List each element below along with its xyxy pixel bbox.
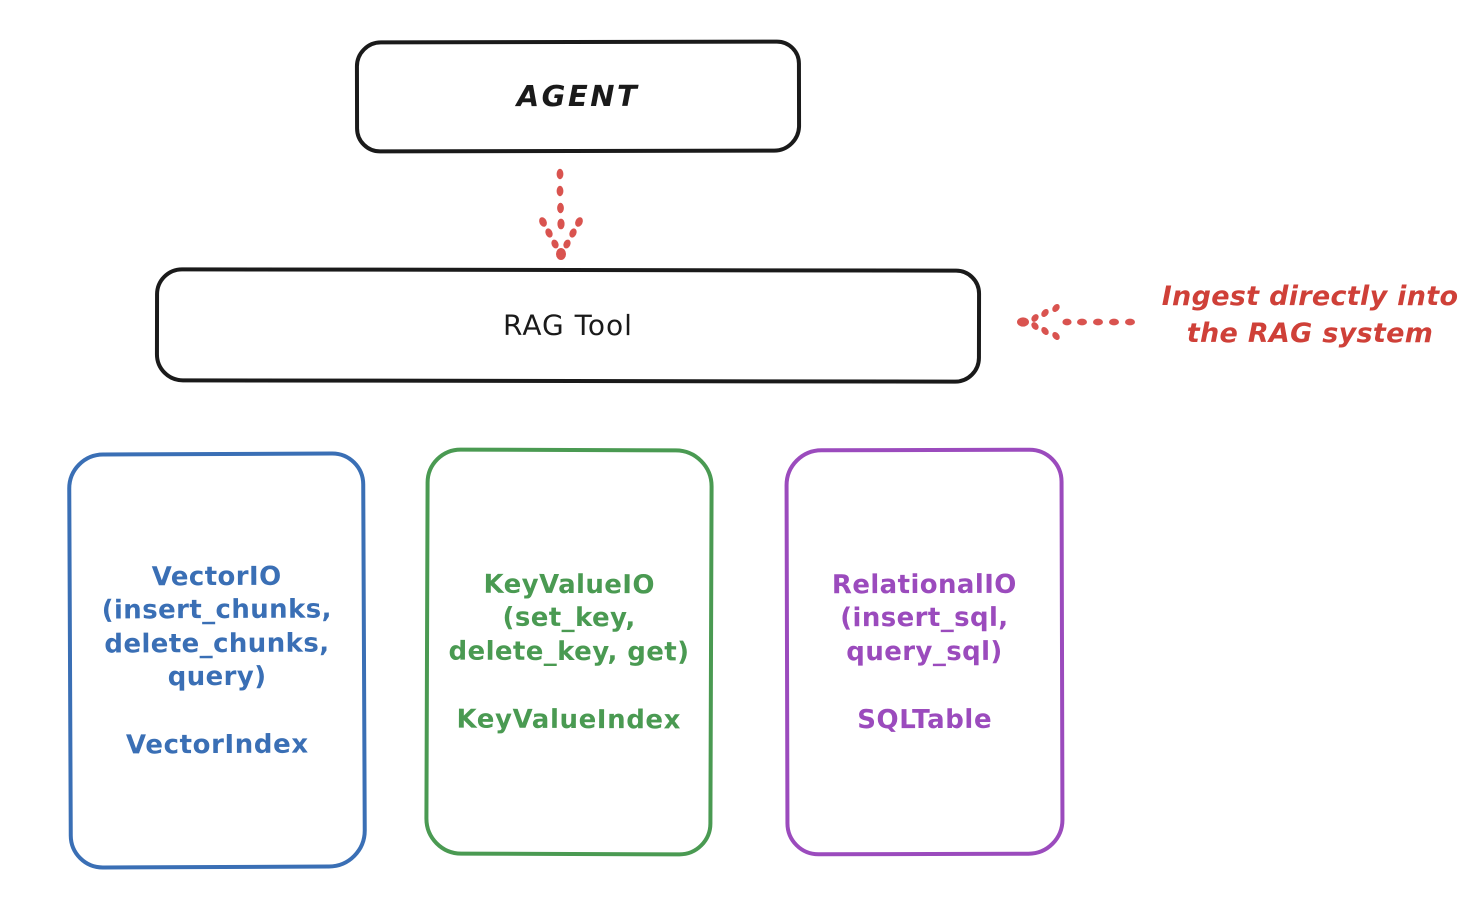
ingest-annotation-text: Ingest directly into the RAG system xyxy=(1161,281,1459,350)
agent-to-rag-tool-arrow-icon xyxy=(539,168,583,260)
key-value-io-impl-label: KeyValueIndex xyxy=(456,704,682,736)
ingest-into-rag-arrow-icon xyxy=(1017,304,1135,340)
agent-node[interactable]: AGENT xyxy=(354,39,802,154)
key-value-io-node[interactable]: KeyValueIO (set_key, delete_key, get) Ke… xyxy=(424,447,714,857)
relational-io-node[interactable]: RelationalIO (insert_sql, query_sql) SQL… xyxy=(784,447,1065,857)
relational-io-api-label: RelationalIO (insert_sql, query_sql) xyxy=(831,569,1017,667)
vector-io-impl-label: VectorIndex xyxy=(125,729,309,761)
relational-io-impl-label: SQLTable xyxy=(857,704,993,736)
vector-io-node[interactable]: VectorIO (insert_chunks, delete_chunks, … xyxy=(67,451,367,870)
vector-io-api-label: VectorIO (insert_chunks, delete_chunks, … xyxy=(101,561,332,692)
key-value-io-api-label: KeyValueIO (set_key, delete_key, get) xyxy=(448,569,690,668)
rag-tool-node[interactable]: RAG Tool xyxy=(154,267,982,384)
rag-tool-node-label: RAG Tool xyxy=(502,308,634,342)
agent-node-label: AGENT xyxy=(516,78,640,114)
